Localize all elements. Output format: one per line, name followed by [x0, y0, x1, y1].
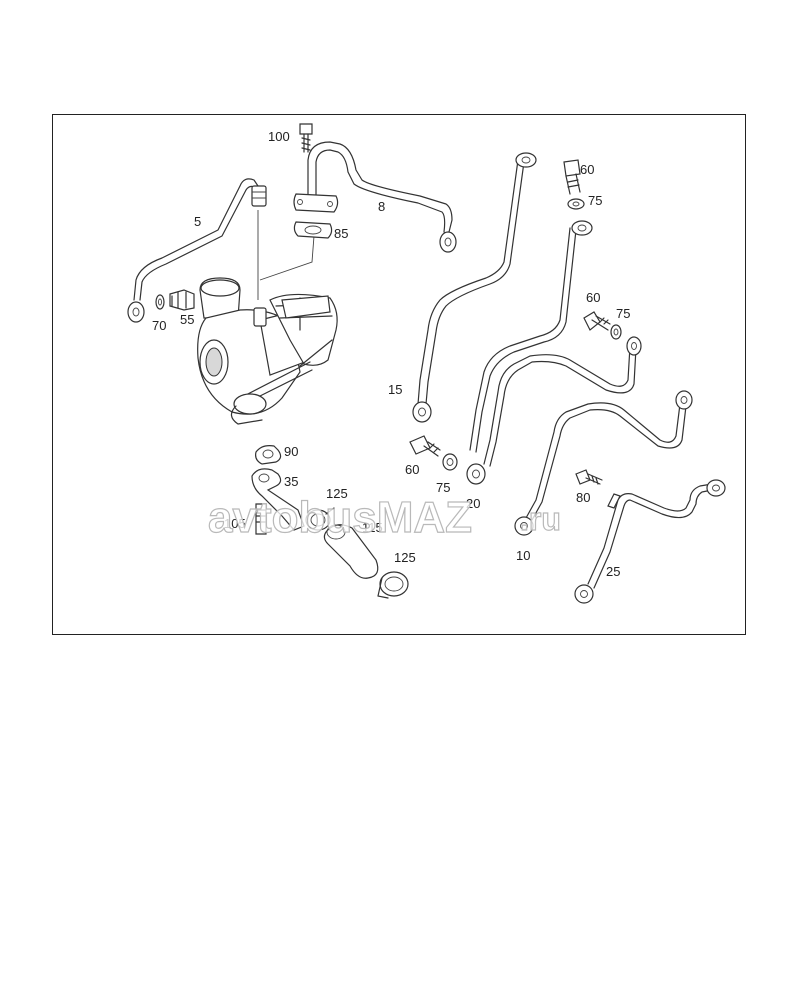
watermark-main: avtobusMAZ [208, 493, 472, 542]
callout-75-top: 75 [588, 193, 602, 208]
callout-5: 5 [194, 214, 201, 229]
hose-115 [323, 524, 379, 579]
banjo-bolt-55 [169, 289, 195, 311]
pipe-8 [293, 141, 457, 253]
callout-55: 55 [180, 312, 194, 327]
pipe-5 [127, 178, 267, 323]
callout-20: 20 [466, 496, 480, 511]
callout-10: 10 [516, 548, 530, 563]
callout-105: 105 [224, 516, 246, 531]
gasket-90 [255, 445, 282, 465]
callout-60-top: 60 [580, 162, 594, 177]
washer-75-low [442, 453, 458, 471]
callout-75-low: 75 [436, 480, 450, 495]
callout-15: 15 [388, 382, 402, 397]
callout-125-lower: 125 [394, 550, 416, 565]
callout-75-mid: 75 [616, 306, 630, 321]
callout-80: 80 [576, 490, 590, 505]
bolt-100 [299, 123, 313, 153]
watermark-suffix: .ru [520, 501, 561, 537]
pipe-20 [466, 220, 642, 485]
callout-100: 100 [268, 129, 290, 144]
gasket-85 [293, 221, 333, 239]
callout-85: 85 [334, 226, 348, 241]
turbocharger [197, 277, 338, 425]
callout-60-low: 60 [405, 462, 419, 477]
callout-35: 35 [284, 474, 298, 489]
banjo-bolt-60-mid [583, 311, 611, 331]
leader-lines [257, 210, 315, 300]
banjo-bolt-60-top [563, 159, 581, 195]
callout-125-upper: 125 [326, 486, 348, 501]
washer-70 [155, 294, 165, 310]
bolt-80 [575, 469, 603, 485]
fitting-105 [255, 503, 267, 535]
pipe-25 [574, 479, 726, 604]
pipe-10 [514, 390, 693, 536]
clamp-125-lower [377, 571, 409, 599]
callout-70: 70 [152, 318, 166, 333]
callout-25: 25 [606, 564, 620, 579]
callout-115: 115 [362, 520, 383, 535]
oil-return-pipe-35 [251, 468, 305, 531]
pipe-15 [412, 152, 537, 423]
diagram-frame [52, 114, 746, 635]
washer-75-top [567, 198, 585, 210]
washer-75-mid [610, 324, 622, 340]
callouts: 100 8 85 5 70 55 60 75 60 75 15 60 75 20… [152, 129, 630, 579]
callout-8: 8 [378, 199, 385, 214]
clamp-125-upper [305, 507, 335, 531]
banjo-bolt-60-low [409, 435, 441, 457]
callout-60-mid: 60 [586, 290, 600, 305]
callout-90: 90 [284, 444, 298, 459]
watermark: avtobusMAZ .ru [207, 492, 561, 542]
